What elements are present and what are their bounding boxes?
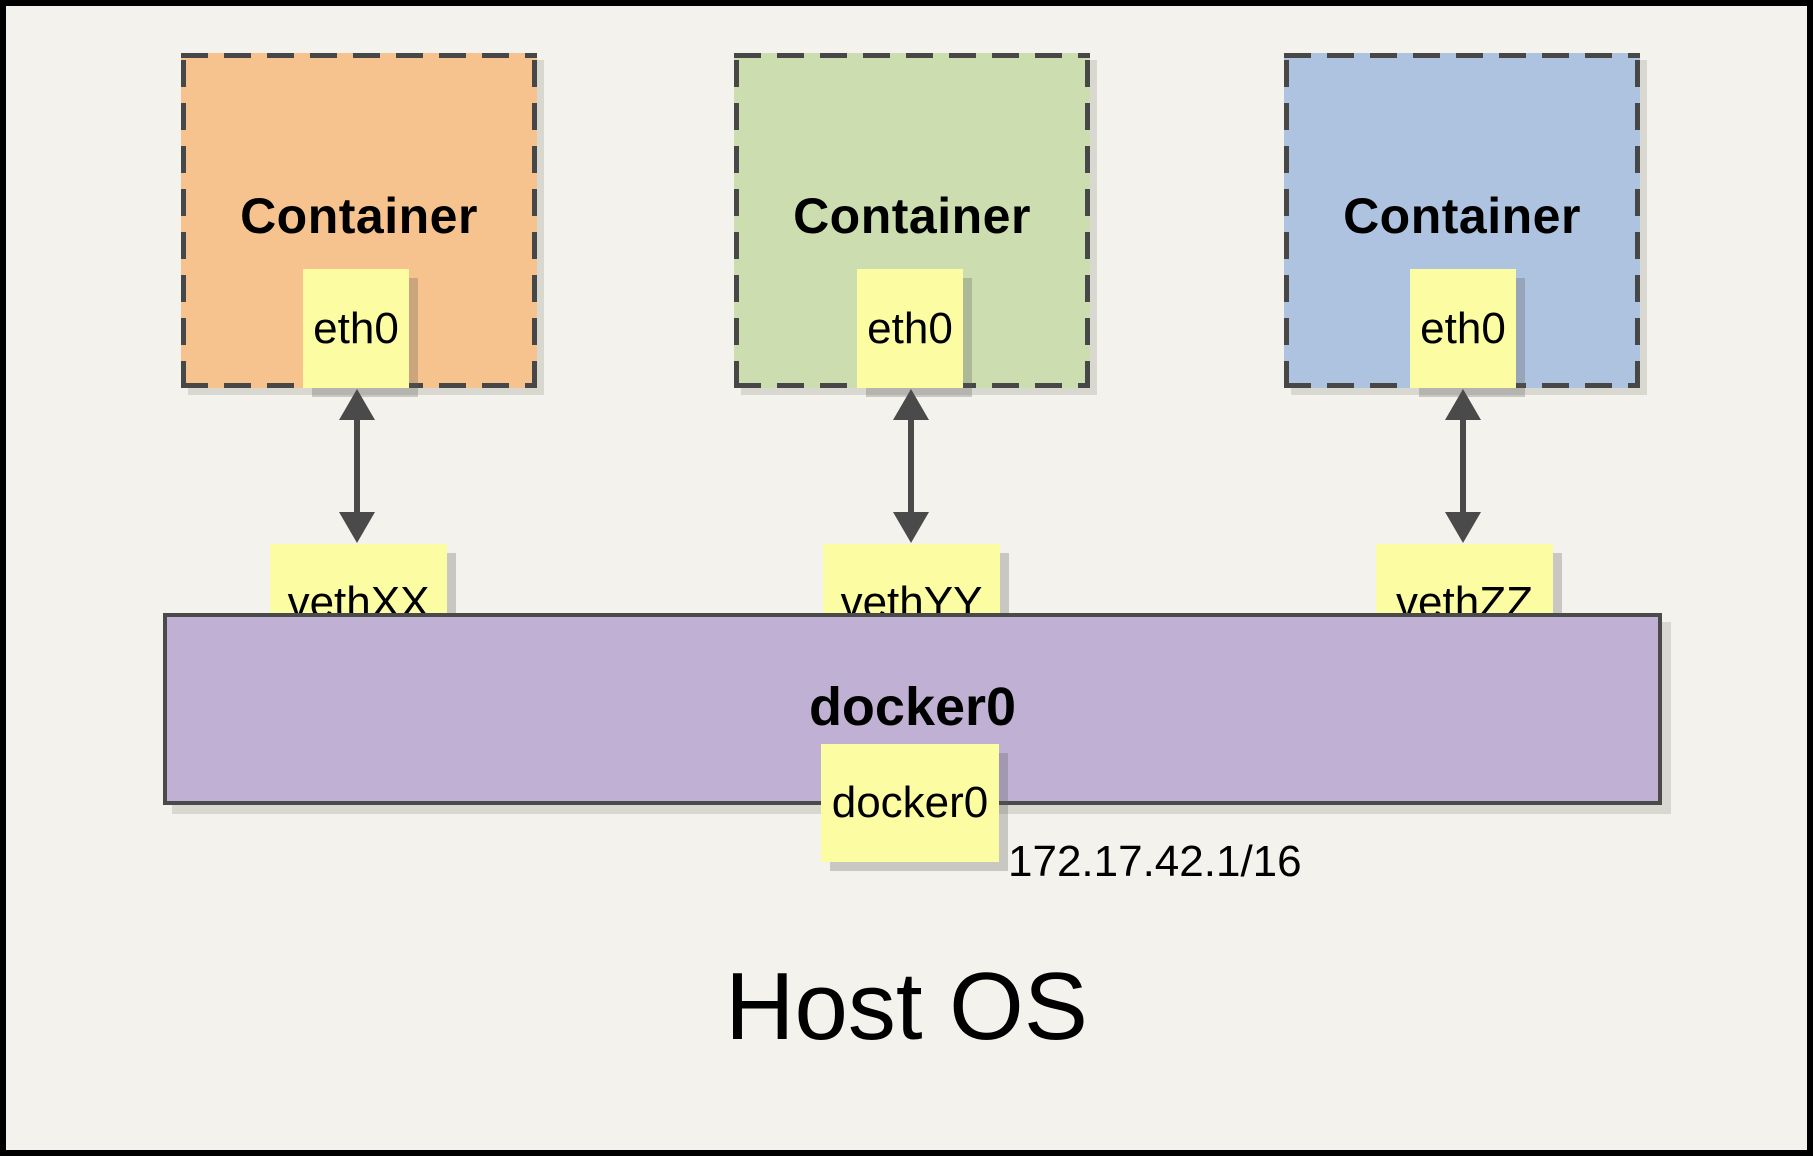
- eth0-chip-1: eth0: [303, 269, 409, 388]
- container-label-1: Container: [240, 188, 478, 244]
- container-box-2: Container: [734, 53, 1090, 388]
- arrowhead-up-icon: [893, 389, 929, 420]
- container-label-2: Container: [793, 188, 1031, 244]
- container-box-1: Container: [181, 53, 537, 388]
- eth0-chip-1-label: eth0: [313, 303, 399, 353]
- eth0-chip-3-label: eth0: [1420, 303, 1506, 353]
- arrow-shaft: [908, 420, 914, 512]
- eth0-chip-2-label: eth0: [867, 303, 953, 353]
- arrowhead-down-icon: [1445, 512, 1481, 543]
- arrowhead-up-icon: [339, 389, 375, 420]
- double-arrow-1: [339, 389, 375, 543]
- arrow-shaft: [1460, 420, 1466, 512]
- container-label-3: Container: [1343, 188, 1581, 244]
- double-arrow-2: [893, 389, 929, 543]
- arrowhead-down-icon: [893, 512, 929, 543]
- docker0-bridge-title: docker0: [808, 677, 1017, 737]
- arrowhead-up-icon: [1445, 389, 1481, 420]
- docker0-chip-label: docker0: [831, 778, 989, 827]
- docker0-interface-chip: docker0: [821, 744, 999, 862]
- double-arrow-3: [1445, 389, 1481, 543]
- arrow-shaft: [354, 420, 360, 512]
- bridge-ip-address: 172.17.42.1/16: [1008, 837, 1302, 886]
- arrowhead-down-icon: [339, 512, 375, 543]
- host-os-label: Host OS: [725, 953, 1088, 1060]
- eth0-chip-3: eth0: [1410, 269, 1516, 388]
- eth0-chip-2: eth0: [857, 269, 963, 388]
